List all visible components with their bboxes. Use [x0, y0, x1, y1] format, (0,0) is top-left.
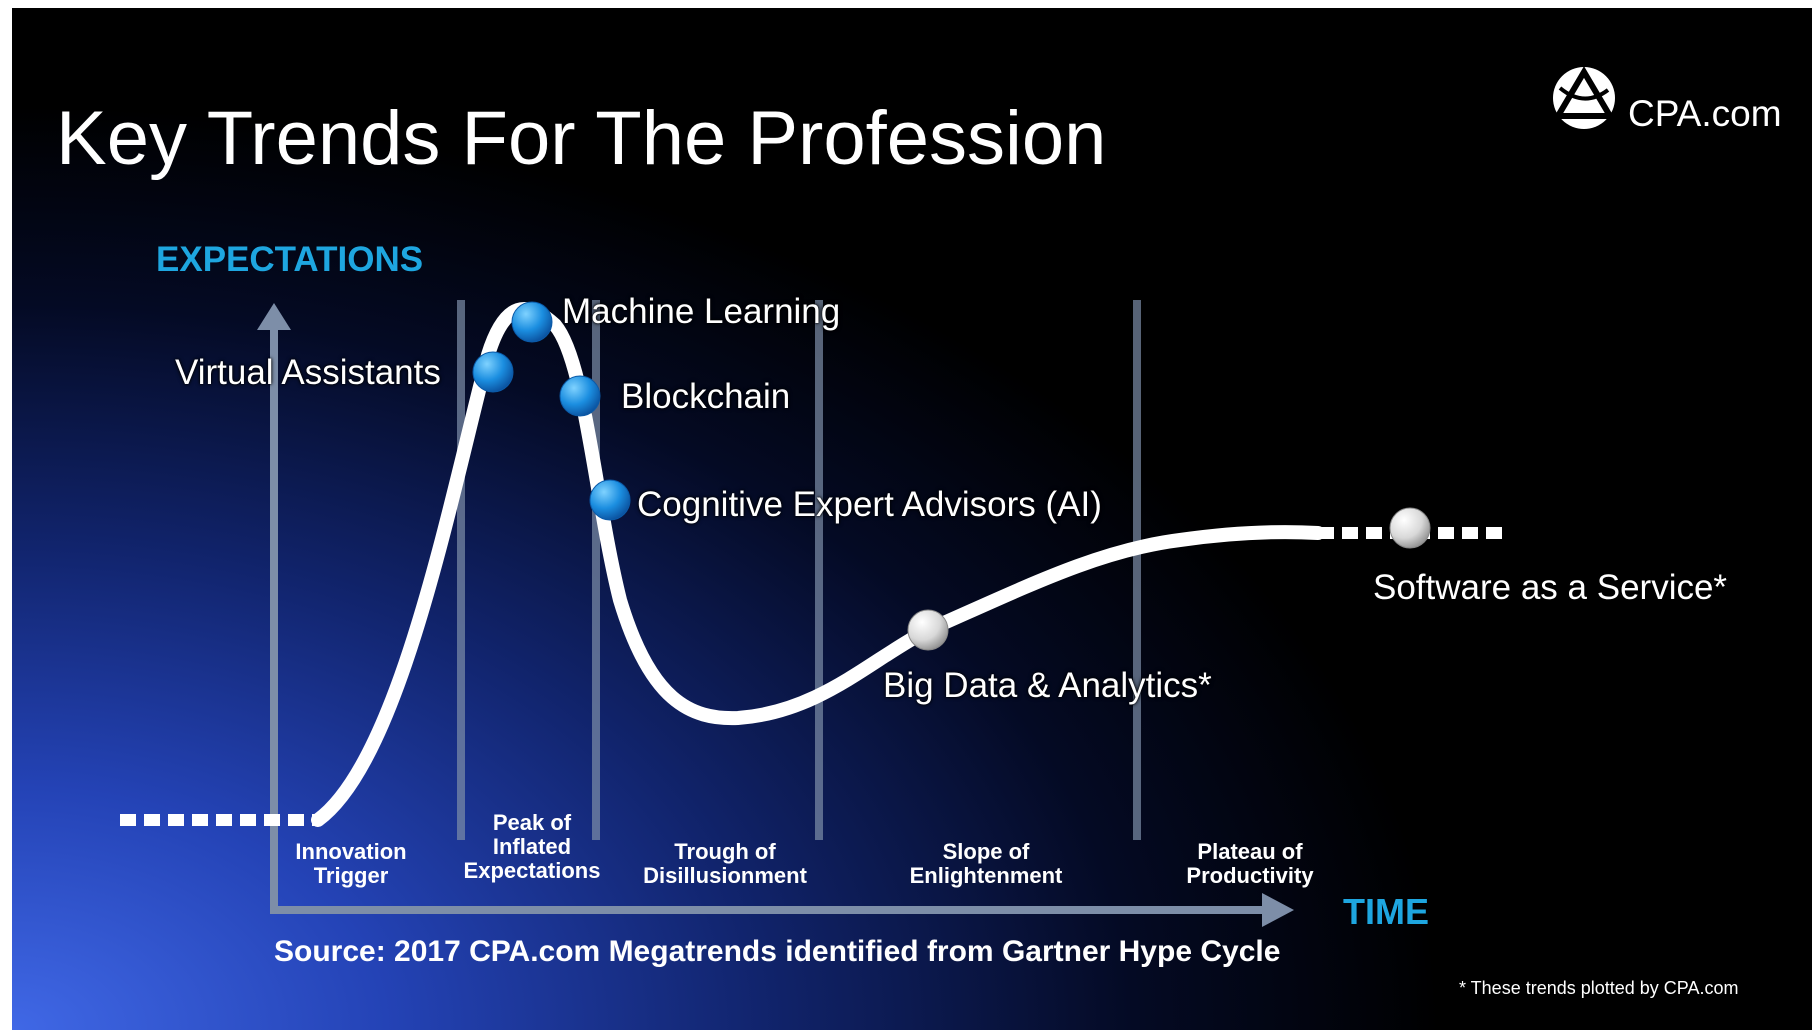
axes [257, 303, 1294, 927]
footnote: * These trends plotted by CPA.com [1459, 978, 1739, 998]
label-virtual-assistants: Virtual Assistants [175, 353, 441, 392]
phase-label-innovation-trigger: Innovation Trigger [295, 839, 407, 888]
label-big-data-analytics: Big Data & Analytics* [883, 666, 1212, 705]
y-axis-arrowhead [257, 303, 291, 330]
phase-label-peak-of-inflated-expectations: Peak of Inflated Expectations [463, 810, 601, 883]
slide-background [12, 8, 1812, 1030]
label-blockchain: Blockchain [621, 377, 791, 416]
y-axis-title: EXPECTATIONS [156, 240, 424, 279]
x-axis-title: TIME [1343, 891, 1429, 932]
phase-label-slope-of-enlightenment: Slope of Enlightenment [909, 839, 1063, 888]
phase-label-plateau-of-productivity: Plateau of Productivity [1186, 839, 1314, 888]
curve-main [311, 302, 1325, 827]
marker-blockchain [559, 375, 601, 417]
label-machine-learning: Machine Learning [562, 292, 841, 331]
technology-markers [472, 301, 1431, 651]
slide-title: Key Trends For The Profession [56, 96, 1107, 181]
label-software-as-a-service: Software as a Service* [1373, 568, 1728, 607]
logo-text: CPA.com [1628, 93, 1782, 134]
marker-software-as-a-service [1389, 507, 1431, 549]
hype-curve [120, 302, 1508, 827]
marker-cognitive-expert-advisors [589, 479, 631, 521]
label-cognitive-expert-advisors: Cognitive Expert Advisors (AI) [637, 485, 1102, 524]
phase-dividers [457, 300, 1141, 840]
source-note: Source: 2017 CPA.com Megatrends identifi… [274, 935, 1281, 968]
phase-label-trough-of-disillusionment: Trough of Disillusionment [643, 839, 807, 888]
cpa-logo-icon [1552, 66, 1616, 129]
x-axis-arrowhead [1262, 893, 1294, 927]
marker-machine-learning [511, 301, 553, 343]
marker-virtual-assistants [472, 351, 514, 393]
marker-big-data-analytics [907, 609, 949, 651]
